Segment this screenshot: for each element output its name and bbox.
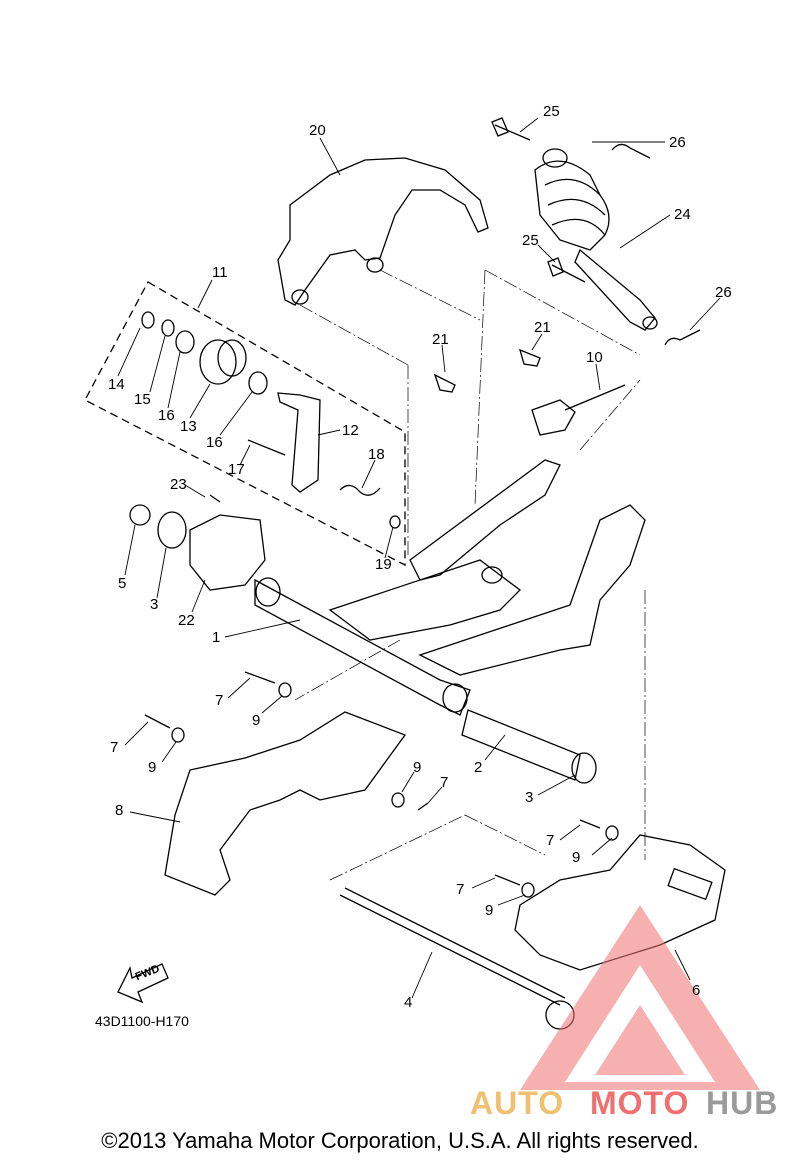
part-22-guide	[189, 514, 266, 591]
copyright-notice: ©2013 Yamaha Motor Corporation, U.S.A. A…	[101, 1128, 699, 1153]
callout-25b: 25	[522, 232, 539, 249]
callout-18: 18	[368, 446, 385, 463]
callout-9a: 9	[252, 712, 261, 729]
callout-19: 19	[375, 556, 392, 573]
callout-26a: 26	[669, 134, 686, 151]
callout-25a: 25	[543, 103, 560, 120]
watermark-logo	[520, 905, 760, 1090]
callout-11: 11	[212, 264, 228, 281]
part-24-shock	[534, 148, 658, 331]
callout-4: 4	[404, 994, 413, 1011]
callout-17: 17	[228, 461, 245, 478]
callout-15: 15	[134, 391, 151, 408]
callout-6: 6	[692, 982, 701, 999]
callout-9e: 9	[485, 902, 494, 919]
callout-3b: 3	[525, 789, 534, 806]
part-8-guard	[164, 711, 407, 896]
callout-12: 12	[342, 422, 359, 439]
callout-21b: 21	[534, 319, 551, 336]
callout-22: 22	[178, 612, 195, 629]
callout-9b: 9	[148, 759, 157, 776]
callout-5: 5	[118, 575, 127, 592]
callout-7d: 7	[546, 832, 555, 849]
callout-26b: 26	[715, 284, 732, 301]
subassembly-outline	[84, 281, 406, 567]
callout-8: 8	[115, 802, 124, 819]
callout-3a: 3	[150, 596, 159, 613]
part-6-skid	[514, 834, 726, 971]
watermark-text-auto: AUTO	[470, 1085, 565, 1121]
callout-1: 1	[212, 629, 221, 646]
part-1-swingarm	[254, 459, 646, 716]
callout-7e: 7	[456, 881, 465, 898]
callout-16b: 16	[206, 434, 223, 451]
part-4-shaft	[339, 887, 566, 1006]
watermark-text-hub: HUB	[706, 1085, 779, 1121]
fwd-arrow-icon	[117, 963, 169, 1004]
callout-13: 13	[180, 418, 197, 435]
callout-7a: 7	[215, 692, 224, 709]
watermark-text-moto: MOTO	[590, 1085, 690, 1121]
callout-24: 24	[674, 206, 691, 223]
callout-23: 23	[170, 476, 187, 493]
callout-9c: 9	[413, 759, 422, 776]
callout-10: 10	[586, 349, 603, 366]
callout-21a: 21	[432, 331, 449, 348]
callout-2: 2	[474, 759, 483, 776]
part-code: 43D1100-H170	[95, 1013, 189, 1029]
callout-7c: 7	[440, 774, 449, 791]
callout-14: 14	[108, 376, 125, 393]
callout-9d: 9	[572, 849, 581, 866]
part-20-cover	[277, 157, 489, 306]
callout-20: 20	[309, 122, 326, 139]
callout-7b: 7	[110, 739, 119, 756]
callout-16a: 16	[158, 407, 175, 424]
